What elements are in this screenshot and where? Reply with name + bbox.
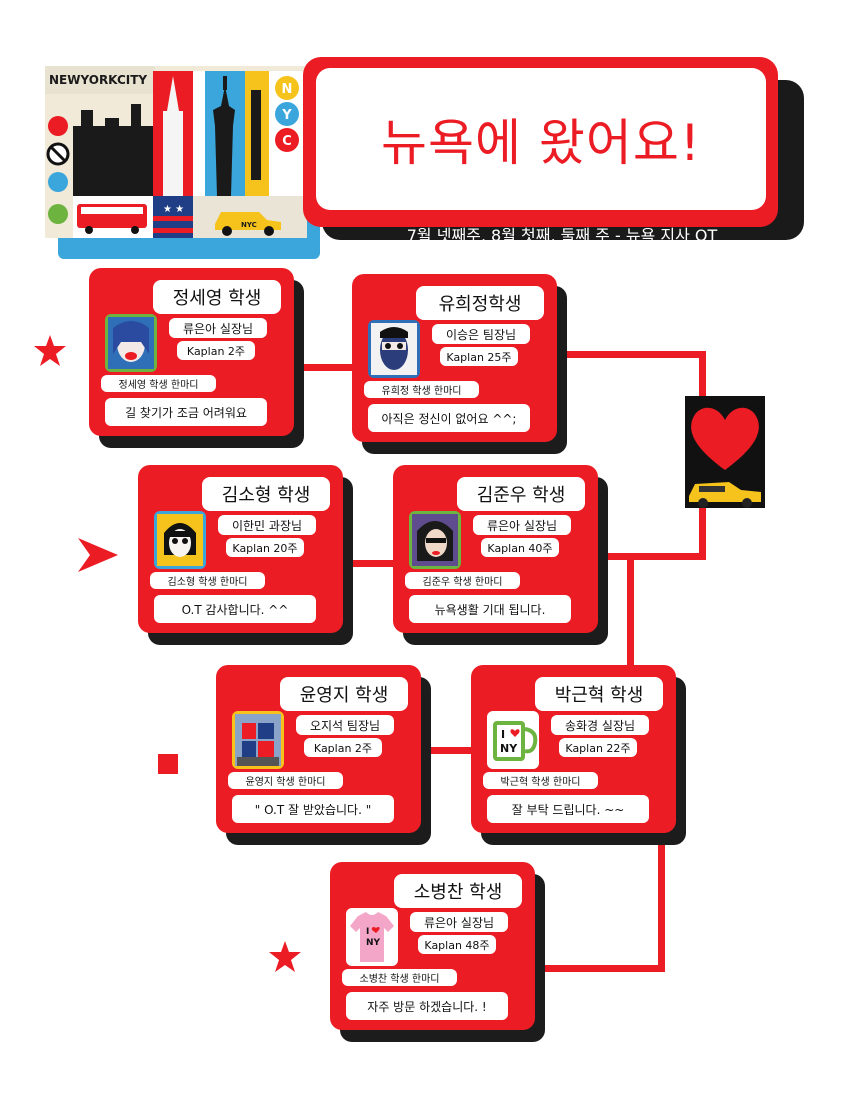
shirt-text-i: I [366,927,369,937]
collage-c-letter: C [282,134,292,149]
student-name: 소병찬 학생 [394,874,522,908]
star-icon [269,941,301,972]
arrow-icon [78,538,118,572]
student-quote: 뉴욕생활 기대 됩니다. [409,595,571,623]
heart-taxi-image [685,396,765,508]
face-blue-hair-avatar [105,314,157,372]
student-card: 정세영 학생 류은아 실장님 Kaplan 2주 정세영 학생 한마디 길 찾기… [89,268,304,448]
student-quote: 잘 부탁 드립니다. ~~ [487,795,649,823]
kaplan-duration: Kaplan 40주 [481,538,559,557]
comment-caption: 김준우 학생 한마디 [405,572,520,589]
kaplan-duration: Kaplan 22주 [559,738,637,757]
manager-label: 류은아 실장님 [473,515,571,535]
shirt-text-ny: NY [366,938,381,948]
connector-line [627,553,634,669]
student-name: 윤영지 학생 [280,677,408,711]
comment-caption: 유희정 학생 한마디 [364,381,479,398]
manager-label: 류은아 실장님 [410,912,508,932]
student-name: 김준우 학생 [457,477,585,511]
connector-line [556,351,706,358]
page-title: 뉴욕에 왔어요! [381,114,701,172]
student-quote: 길 찾기가 조금 어려워요 [105,398,267,426]
manager-label: 류은아 실장님 [169,318,267,338]
student-card: 박근혁 학생 송화경 실장님 Kaplan 22주 I NY 박근혁 학생 한마… [471,665,686,845]
student-name: 박근혁 학생 [535,677,663,711]
connector-line [699,505,706,560]
student-card: 유희정학생 이승은 팀장님 Kaplan 25주 유희정 학생 한마디 아직은 … [352,274,567,454]
heart-icon [691,407,759,470]
connector-line [699,351,706,399]
student-quote: O.T 감사합니다. ^^ [154,595,316,623]
connector-line [600,553,706,560]
collage-taxi-text: NYC [241,221,257,229]
star-icon [34,335,66,366]
connector-line [420,747,475,754]
collage-y-letter: Y [281,108,292,123]
mug-text-i: I [501,728,505,741]
page-subtitle: 7월 넷째주, 8월 첫째, 둘째 주 - 뉴욕 지사 OT [406,226,718,245]
connector-line [535,965,665,972]
manager-label: 이한민 과장님 [218,515,316,535]
kaplan-duration: Kaplan 2주 [177,341,255,360]
manager-label: 이승은 팀장님 [432,324,530,344]
svg-text:★ ★: ★ ★ [163,204,184,215]
collage-banner-text: NEWYORKCITY [49,73,147,87]
student-card: 김소형 학생 이한민 과장님 Kaplan 20주 김소형 학생 한마디 O.T… [138,465,353,645]
student-card: 윤영지 학생 오지석 팀장님 Kaplan 2주 윤영지 학생 한마디 " O.… [216,665,431,845]
mug-text-ny: NY [500,742,518,755]
comment-caption: 소병찬 학생 한마디 [342,969,457,986]
student-name: 김소형 학생 [202,477,330,511]
kaplan-duration: Kaplan 2주 [304,738,382,757]
i-love-ny-shirt-image: I NY [346,908,398,966]
face-bob-hair-avatar [154,511,206,569]
student-quote: " O.T 잘 받았습니다. " [232,795,394,823]
connector-line [658,830,665,972]
manager-label: 오지석 팀장님 [296,715,394,735]
student-card: 김준우 학생 류은아 실장님 Kaplan 40주 김준우 학생 한마디 뉴욕생… [393,465,608,645]
manager-label: 송화경 실장님 [551,715,649,735]
nyc-collage-image: NEWYORKCITY N Y C [45,66,307,238]
kaplan-duration: Kaplan 48주 [418,935,496,954]
comment-caption: 정세영 학생 한마디 [101,375,216,392]
comment-caption: 김소형 학생 한마디 [150,572,265,589]
face-dark-hair-avatar [409,511,461,569]
connector-line [339,560,399,567]
face-masked-avatar [368,320,420,378]
connector-line [290,364,356,371]
kaplan-duration: Kaplan 25주 [440,347,518,366]
title-panel: 뉴욕에 왔어요! [316,68,766,210]
square-icon [158,754,178,774]
student-name: 정세영 학생 [153,280,281,314]
student-card: 소병찬 학생 류은아 실장님 Kaplan 48주 I NY 소병찬 학생 한마… [330,862,545,1042]
student-quote: 자주 방문 하겠습니다. ! [346,992,508,1020]
collage-n-letter: N [282,82,293,97]
comment-caption: 박근혁 학생 한마디 [483,772,598,789]
i-love-ny-mug-image: I NY [487,711,539,769]
comment-caption: 윤영지 학생 한마디 [228,772,343,789]
student-name: 유희정학생 [416,286,544,320]
kaplan-duration: Kaplan 20주 [226,538,304,557]
student-quote: 아직은 정신이 없어요 ^^; [368,404,530,432]
love-sculpture-image [232,711,284,769]
